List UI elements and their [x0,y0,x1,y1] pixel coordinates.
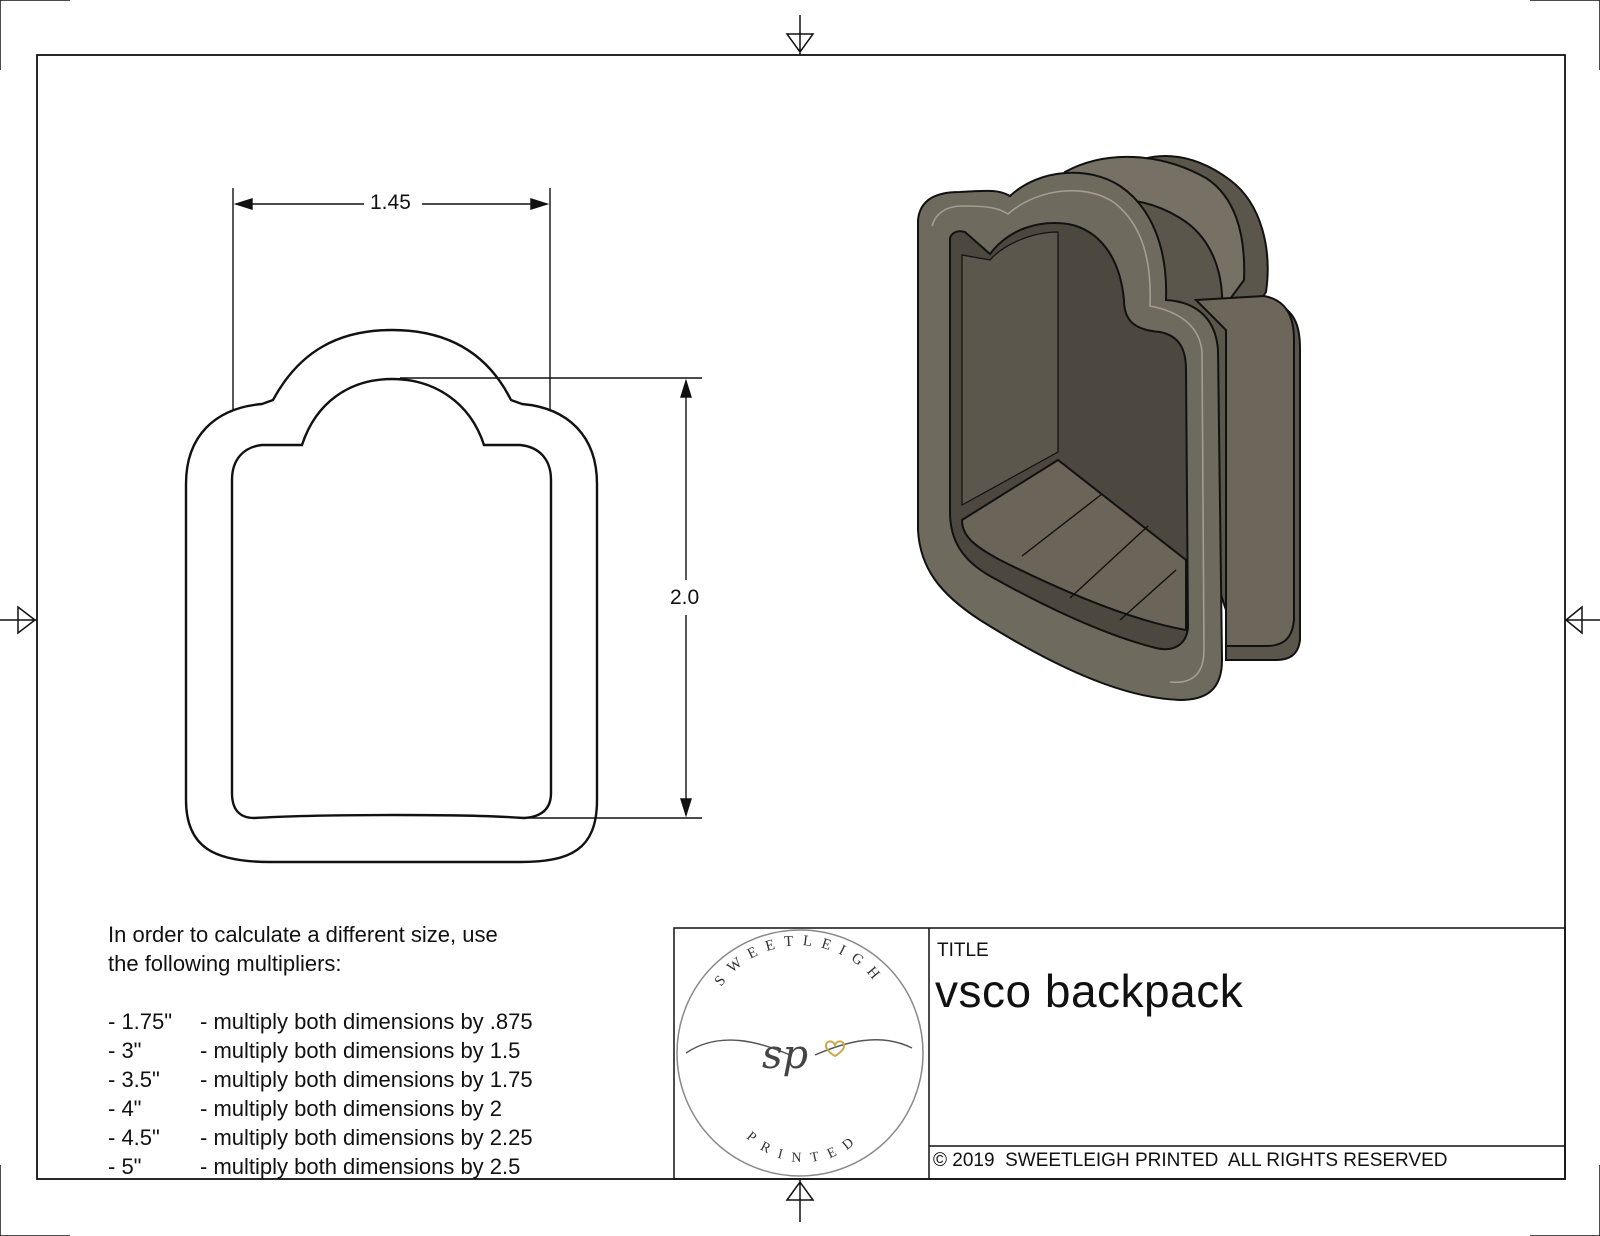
cutter-3d-render [917,155,1301,702]
center-marks [0,15,1600,1222]
multiplier-row: - 4.5"- multiply both dimensions by 2.25 [108,1125,533,1150]
title-label: TITLE [937,940,989,961]
logo-bottom-text: PRINTED [743,1129,855,1166]
drawing-title: vsco backpack [935,965,1244,1017]
sweetleigh-printed-logo: SWEETLEIGH PRINTED sp [676,929,924,1177]
notes-intro: In order to calculate a different size, … [108,922,498,976]
heart-icon [824,1040,846,1058]
height-dimension-label: 2.0 [664,586,706,610]
outer-outline [184,328,599,864]
inner-outline [230,377,553,820]
svg-text:SWEETLEIGH: SWEETLEIGH [712,933,888,989]
logo-swash [685,1039,913,1056]
svg-text:PRINTED: PRINTED [743,1129,865,1166]
multiplier-row: - 4"- multiply both dimensions by 2 [108,1096,503,1121]
multiplier-row: - 3.5"- multiply both dimensions by 1.75 [108,1067,533,1092]
multiplier-row: - 5"- multiply both dimensions by 2.5 [108,1154,521,1179]
multiplier-list: - 1.75"- multiply both dimensions by .87… [108,1007,668,1181]
cutter-outline-2d [184,328,599,864]
width-dimension-label: 1.45 [364,191,417,215]
copyright-text: © 2019 SWEETLEIGH PRINTED ALL RIGHTS RES… [933,1150,1448,1171]
size-notes: In order to calculate a different size, … [108,920,668,1181]
logo-top-text: SWEETLEIGH [712,933,879,989]
logo-monogram: sp [762,1032,808,1078]
dimension-lines [232,188,702,819]
title-block [673,927,1566,1180]
multiplier-row: - 1.75"- multiply both dimensions by .87… [108,1009,533,1034]
multiplier-row: - 3"- multiply both dimensions by 1.5 [108,1038,521,1063]
